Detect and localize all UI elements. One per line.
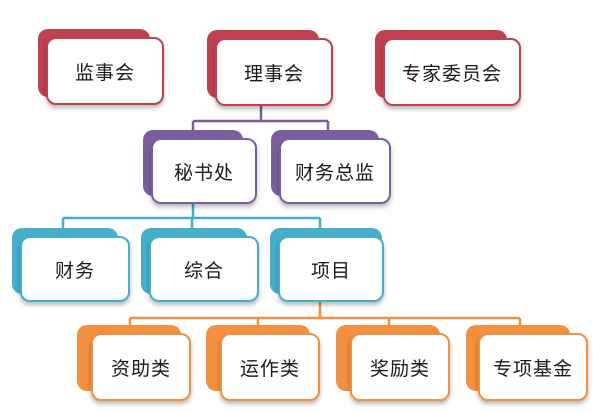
node-label: 专家委员会 — [401, 62, 502, 85]
node-label: 资助类 — [110, 357, 171, 380]
node-label: 专项基金 — [492, 357, 573, 380]
node-label: 秘书处 — [173, 161, 234, 184]
node-label: 运作类 — [239, 357, 300, 380]
node-label: 奖励类 — [369, 357, 430, 380]
node-label: 综合 — [183, 259, 224, 282]
node-label: 理事会 — [243, 62, 304, 85]
node-label: 项目 — [310, 259, 351, 282]
node-label: 财务总监 — [294, 161, 375, 184]
node-label: 财务 — [54, 259, 95, 282]
node-label: 监事会 — [74, 61, 135, 84]
